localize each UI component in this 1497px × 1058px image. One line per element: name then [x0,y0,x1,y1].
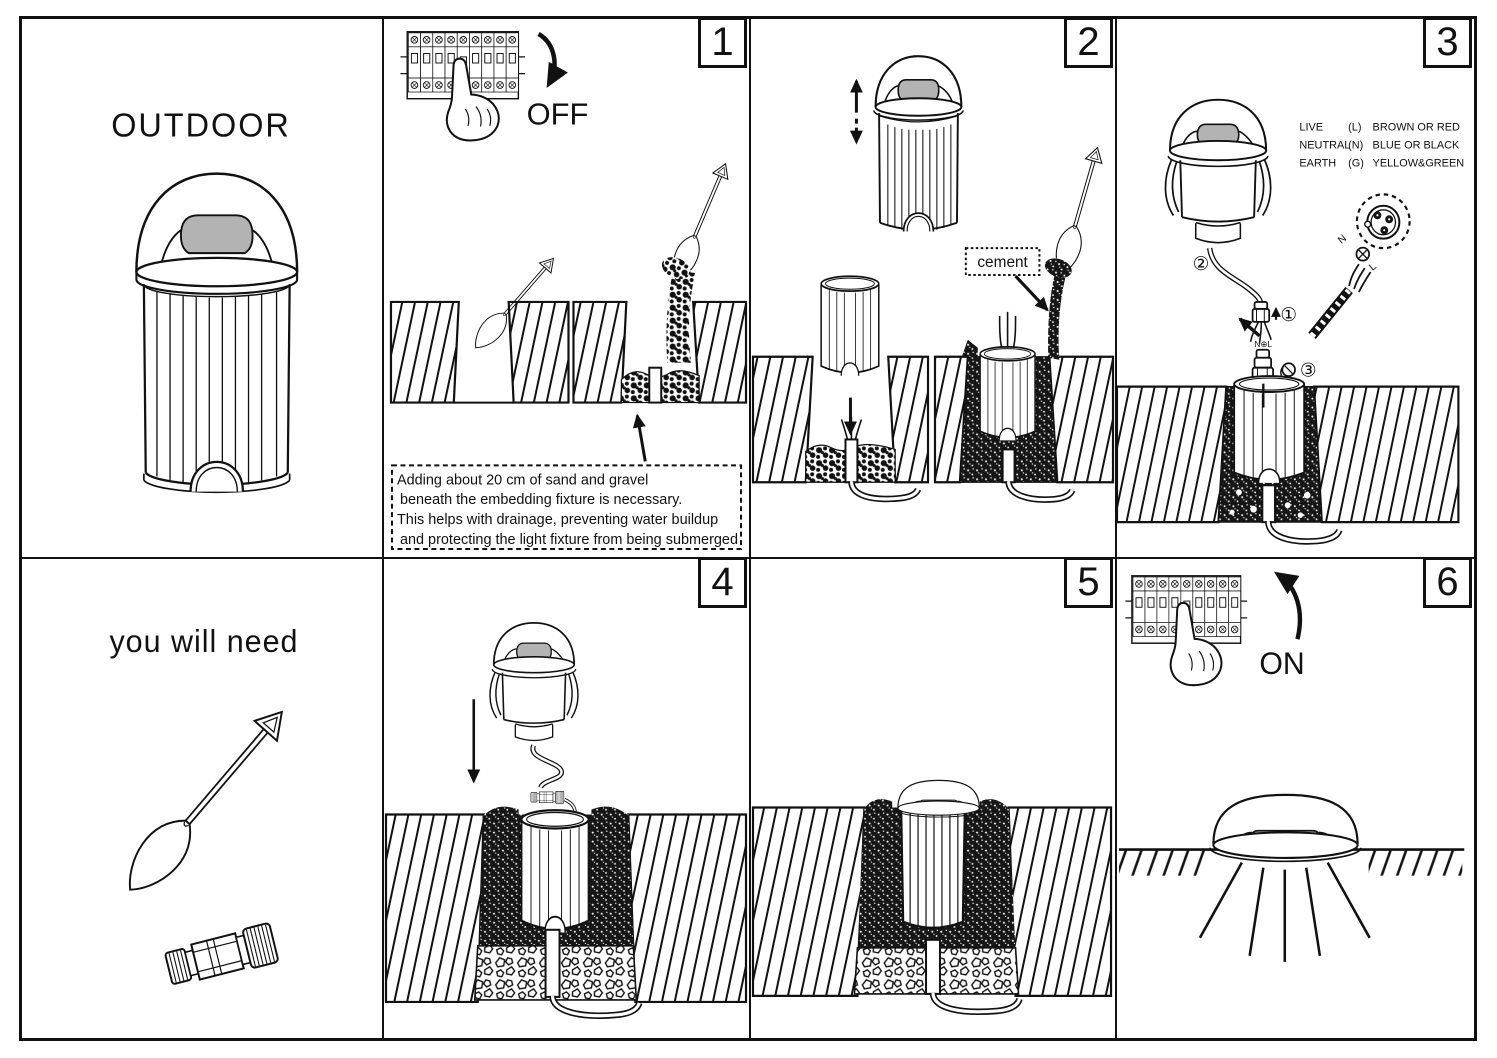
tools-illustration: you will need [109,624,299,990]
panel-step-5: 5 [751,559,1117,1038]
breaker-off-label: OFF [527,97,589,132]
legend-color: BLUE OR BLACK [1373,139,1460,151]
product-illustration: OUTDOOR [111,106,299,494]
step6-illustration: ON [1118,571,1465,962]
marker-3: ③ [1300,359,1317,380]
panel-step-4: 4 [384,559,751,1038]
step-badge-4: 4 [698,559,747,608]
shovel-pouring-icon [661,158,737,285]
marker-2: ② [1193,253,1210,274]
ground-light-fixture-icon [135,172,299,494]
fixture-dome-icon [895,779,982,818]
installation-scene [384,806,748,1019]
panel-step-6: 6 ON [1117,559,1474,1038]
embedding-sleeve-icon [520,809,590,934]
panel-grid: OUTDOOR 1 OFF [22,19,1474,1038]
conduit-tube [648,366,663,404]
wiring-legend: LIVE (L) BROWN OR RED NEUTRAL (N) BLUE O… [1299,121,1464,169]
breaker-on-label: ON [1259,647,1304,681]
cable-connector-icon [530,790,565,804]
cement-stream [1048,276,1066,360]
step-badge-3: 3 [1423,19,1472,68]
ground-ticks-right [1368,848,1463,876]
step-badge-6: 6 [1423,559,1472,608]
cable-connector-icon [163,921,280,990]
embedding-sleeve-icon [1233,375,1306,484]
legend-name: EARTH [1299,157,1336,169]
needs-title: you will need [109,624,298,659]
note-line: beneath the embedding fixture is necessa… [400,492,682,508]
light-on-scene [1118,793,1465,962]
panel-step-1: 1 OFF [384,19,751,559]
legend-color: YELLOW&GREEN [1373,157,1465,169]
panel-step-2: 2 [751,19,1117,559]
fixture-front-icon [872,55,965,233]
step5-illustration [751,779,1113,1015]
legend-code: (G) [1348,157,1364,169]
cement-label-box: cement [964,247,1041,277]
gravel-stream [666,270,696,363]
panel-you-will-need: you will need [22,559,384,1038]
step3-illustration: ① ② LIVE (L) BROWN OR RED NEUTRAL (N) BL… [1117,98,1464,545]
note-pointer-arrow-icon [632,413,647,462]
note-box: Adding about 20 cm of sand and gravel be… [390,464,743,551]
note-line: This helps with drainage, preventing wat… [397,512,718,528]
fixture-with-clips-icon [489,622,579,742]
conduit-tube [925,938,941,995]
fixture-body [900,809,966,929]
cement-label: cement [977,254,1028,271]
note-line: Adding about 20 cm of sand and gravel [397,472,648,488]
plug-connector-icon [1251,301,1271,323]
step-badge-1: 1 [698,19,747,68]
conduit-tube [1261,484,1276,524]
cement-pointer-arrow-icon [1014,274,1049,312]
legend-code: (N) [1348,139,1363,151]
cement-fill-scene: cement [933,143,1115,503]
power-on-arrow-icon [1274,571,1303,640]
supply-wires [998,311,1017,348]
mains-cable-icon: N L [1308,233,1379,339]
conduit-tube [1001,448,1016,484]
power-off-arrow-icon [537,32,568,88]
screw-icon [1280,362,1296,378]
fixture-dome-icon [1208,793,1363,863]
panel-step-3: 3 ① ② LIVE (L [1117,19,1474,559]
step1-illustration: OFF [389,19,748,551]
step2-illustration: cement [751,55,1115,503]
product-title: OUTDOOR [111,106,291,143]
shovel-pouring-icon [1044,143,1110,278]
ground-ticks-left [1118,848,1209,876]
instruction-sheet: OUTDOOR 1 OFF [19,16,1477,1041]
step-badge-5: 5 [1064,559,1113,608]
installed-light-scene [751,779,1113,1015]
fixture-with-clips-icon [1164,98,1272,244]
shovel-icon [113,697,299,905]
legend-code: (L) [1348,121,1361,133]
sleeve-lowering-scene [751,275,930,503]
marker-1: ① [1280,304,1297,325]
note-line: and protecting the light fixture from be… [400,532,738,548]
connector-face-detail [1355,193,1411,250]
wire-l-label: L [1367,261,1379,273]
inline-connector-label: N⊕L [1255,339,1273,349]
step4-illustration [384,622,748,1019]
step-badge-2: 2 [1064,19,1113,68]
legend-color: BROWN OR RED [1373,121,1460,133]
embedded-sleeve-scene [1117,375,1460,545]
conduit-tube [844,438,859,484]
panel-product: OUTDOOR [22,19,384,559]
gravel-fill-scene [572,158,748,462]
legend-name: LIVE [1299,121,1323,133]
conduit-tube [544,928,561,998]
dig-hole-scene [389,251,570,404]
light-rays [1198,861,1371,962]
wire-n-label: N [1336,233,1349,246]
embedding-sleeve-icon [979,346,1036,442]
legend-name: NEUTRAL [1299,139,1350,151]
connect-arrow-icon [1238,317,1261,338]
embedding-sleeve-icon [820,275,880,377]
